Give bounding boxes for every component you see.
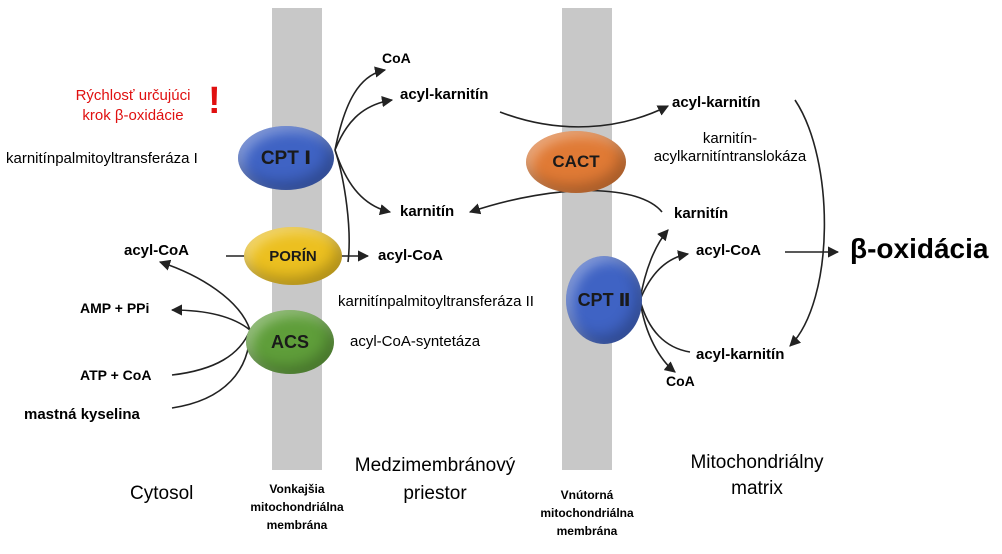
carnitine-matrix-label: karnitín — [674, 205, 729, 222]
arrow-atp-to-acs — [171, 329, 251, 376]
beta-oxidation-label: β-oxidácia — [850, 233, 989, 264]
cytosol-region-label: Cytosol — [130, 483, 194, 504]
arrow-cpt1-to-acylcarnitine — [334, 96, 394, 151]
outer-membrane-line2: mitochondriálna — [250, 500, 344, 514]
acs-full-name: acyl-CoA-syntetáza — [350, 333, 481, 350]
ims-line2: priestor — [403, 483, 467, 504]
rate-limiting-note: Rýchlosť určujúci krok β-oxidácie — [58, 86, 208, 126]
acylcoa-matrix-label: acyl-CoA — [696, 242, 762, 259]
carnitine-ims-label: karnitín — [400, 203, 455, 220]
cpt2-label: CPT Ⅱ — [577, 289, 631, 310]
acs-enzyme: ACS — [246, 310, 334, 374]
arrow-acs-to-amp — [170, 304, 251, 331]
ims-region-label: Medzimembránový priestor — [330, 452, 540, 508]
cpt1-label: CPT Ⅰ — [260, 147, 312, 169]
arrow-acylcoa-to-cpt1 — [334, 149, 350, 263]
arrow-cpt2-to-carnitine — [639, 229, 669, 301]
cact-transporter: CACT — [526, 131, 626, 193]
cpt1-enzyme: CPT Ⅰ — [238, 126, 334, 190]
acylcarnitine-bottom-label: acyl-karnitín — [696, 346, 785, 363]
rate-limiting-line1: Rýchlosť určujúci — [75, 87, 191, 104]
inner-membrane-label: Vnútorná mitochondriálna membrána — [512, 486, 662, 540]
arrow-cpt2-to-acylcoa — [639, 250, 690, 301]
matrix-line1: Mitochondriálny — [690, 452, 824, 473]
acylcoa-cytosol-label: acyl-CoA — [124, 242, 190, 259]
coa-top-label: CoA — [382, 50, 411, 66]
acylcarnitine-matrix-label: acyl-karnitín — [672, 94, 761, 111]
arrow-matrix-loop — [789, 99, 826, 347]
porin-label: PORÍN — [269, 247, 317, 265]
porin-channel: PORÍN — [244, 227, 342, 285]
arrow-carnitine-back — [468, 189, 663, 215]
inner-membrane-line1: Vnútorná — [560, 488, 614, 502]
arrow-fatty-acid-to-acs — [171, 329, 251, 409]
inner-membrane — [562, 8, 612, 470]
exclamation-mark: ! — [208, 80, 221, 122]
matrix-line2: matrix — [731, 478, 783, 499]
cact-label: CACT — [552, 152, 600, 171]
matrix-region-label: Mitochondriálny matrix — [672, 450, 842, 502]
outer-membrane-label: Vonkajšia mitochondriálna membrána — [222, 480, 372, 534]
arrow-cpt1-to-coa — [334, 66, 387, 151]
arrow-acylcarnitine-to-cpt2 — [639, 299, 691, 353]
amp-ppi-label: AMP + PPi — [80, 300, 150, 316]
acylcarnitine-ims-label: acyl-karnitín — [400, 86, 489, 103]
inner-membrane-line3: membrána — [556, 524, 618, 538]
cact-full-name: karnitín- acylkarnitíntranslokáza — [630, 130, 830, 166]
arrow-cpt2-to-coa — [639, 299, 676, 373]
atp-coa-label: ATP + CoA — [80, 367, 152, 383]
cpt2-enzyme: CPT Ⅱ — [566, 256, 642, 344]
outer-membrane-line3: membrána — [266, 518, 328, 532]
inner-membrane-line2: mitochondriálna — [540, 506, 634, 520]
outer-membrane-line1: Vonkajšia — [269, 482, 325, 496]
arrow-acs-to-acylcoa — [158, 259, 251, 331]
fatty-acid-label: mastná kyselina — [24, 406, 140, 423]
coa-bottom-label: CoA — [666, 373, 695, 389]
acylcoa-ims-label: acyl-CoA — [378, 247, 444, 264]
arrow-acylcarnitine-across — [499, 105, 670, 128]
cact-name-line1: karnitín- — [702, 130, 758, 147]
cpt2-full-name: karnitínpalmitoyltransferáza II — [338, 293, 534, 310]
cpt1-full-name: karnitínpalmitoyltransferáza I — [6, 150, 198, 167]
cact-name-line2: acylkarnitíntranslokáza — [653, 148, 807, 165]
acs-label: ACS — [270, 331, 309, 352]
ims-line1: Medzimembránový — [354, 455, 516, 476]
rate-limiting-line2: krok β-oxidácie — [82, 107, 184, 124]
